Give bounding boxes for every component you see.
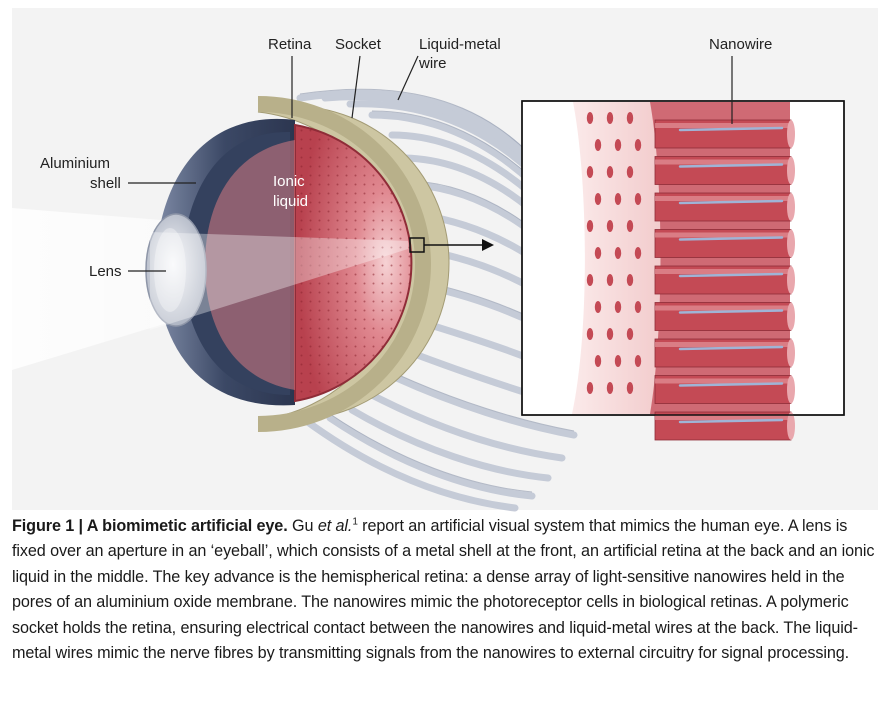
membrane-pore [606,382,614,394]
membrane-pore [626,166,634,178]
membrane-pore [634,139,642,151]
membrane-pore [594,301,602,313]
membrane-pore [626,112,634,124]
nanowire-core [678,345,784,351]
membrane-pore [586,382,594,394]
membrane-pore [614,355,622,367]
nanowire-core [678,163,784,168]
nanowire-highlight [655,305,791,311]
nanowire-core [678,382,784,387]
liquid-metal-leader [397,55,419,101]
membrane-pore [614,139,622,151]
label-ionic: Ionic [273,173,305,190]
nanowire-cap [787,412,795,440]
nanowire-cap [787,375,795,404]
nanowire-core [678,309,784,314]
membrane-pore [594,355,602,367]
membrane-pore [586,274,594,286]
caption-et-al: et al. [317,517,353,535]
membrane-pore [606,166,614,178]
membrane-pore [586,166,594,178]
membrane-pore [634,355,642,367]
caption-figure-label: Figure 1 | A biomimetic artificial eye. [12,517,288,535]
membrane-pore [614,193,622,205]
label-ionic-2: liquid [273,193,308,210]
membrane-pore [614,301,622,313]
nanowire-highlight [655,196,791,201]
membrane-pore [634,247,642,259]
nanowire-core [678,272,784,278]
nanowire-cap [787,193,795,221]
membrane-pore [606,328,614,340]
caption-text: report an artificial visual system that … [12,517,875,663]
nanowire-core [678,418,784,424]
lens [145,213,207,327]
membrane-pore [606,274,614,286]
label-retina: Retina [268,36,312,53]
membrane-pore [594,139,602,151]
figure-illustration: Retina Socket Liquid-metal wire Nanowire… [12,8,878,512]
membrane-pore [586,328,594,340]
nanowire-cap [787,302,795,331]
nanowire-highlight [655,123,791,128]
nanowire-core [678,199,784,205]
membrane-pore [626,328,634,340]
nanowire-highlight [655,342,791,347]
membrane-pore [614,247,622,259]
nanowire-cap [787,120,795,148]
socket-leader [351,55,361,119]
nanowire-highlight [655,378,791,384]
membrane-pore [606,112,614,124]
nanowire-highlight [655,159,791,165]
nanowire-cap [787,229,795,258]
caption-reference: 1 [352,516,358,528]
label-nanowire: Nanowire [709,36,772,53]
label-aluminium: Aluminium [40,155,110,172]
membrane-pore [626,220,634,232]
nanowire-core [678,126,784,132]
caption-intro: Gu [287,517,318,535]
membrane-pore [634,301,642,313]
label-aluminium-2: shell [90,175,121,192]
membrane-pore [626,382,634,394]
nanowire-highlight [655,269,791,274]
membrane-pore [594,247,602,259]
membrane-pore [634,193,642,205]
nanowire-core [678,236,784,241]
label-lens: Lens [89,263,122,280]
membrane-pore [626,274,634,286]
label-socket: Socket [335,36,382,53]
membrane-pore [594,193,602,205]
figure-caption: Figure 1 | A biomimetic artificial eye. … [12,514,878,666]
nanowire-cap [787,339,795,367]
label-liquid-metal: Liquid-metal [419,36,501,53]
nanowire-cap [787,266,795,294]
membrane-pore [586,220,594,232]
nanowire-cap [787,156,795,185]
label-liquid-metal-2: wire [418,55,447,72]
nanowire-highlight [655,232,791,238]
membrane-pore [606,220,614,232]
nanowire-inset [521,100,845,441]
nanowire-highlight [655,415,791,420]
membrane-pore [586,112,594,124]
